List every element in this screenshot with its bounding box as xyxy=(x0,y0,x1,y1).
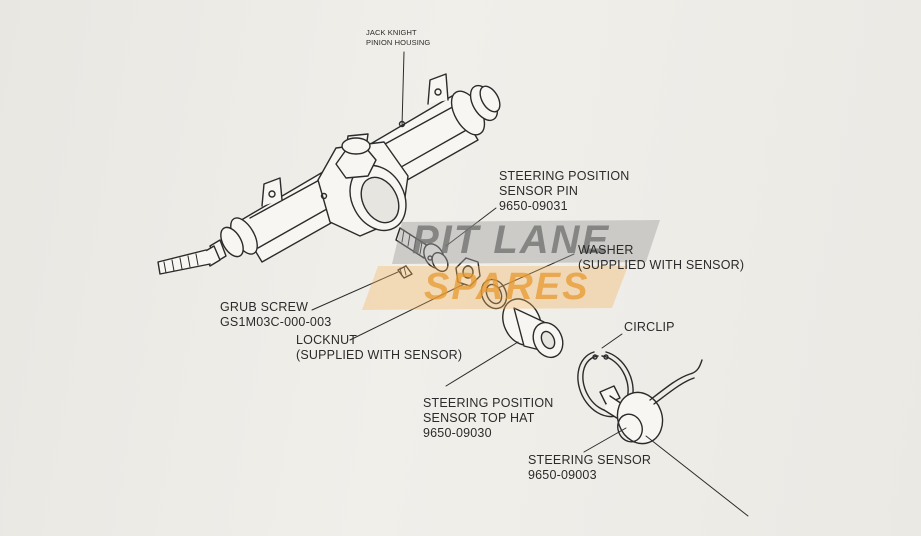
label-pinion-housing-line2: PINION HOUSING xyxy=(366,38,431,47)
pinion-housing-part xyxy=(157,73,501,275)
label-pinion-housing-line1: JACK KNIGHT xyxy=(366,28,417,37)
label-locknut-line1: LOCKNUT xyxy=(296,333,358,347)
label-top-hat-line1: STEERING POSITION xyxy=(423,396,554,410)
label-pinion-housing: JACK KNIGHT PINION HOUSING xyxy=(366,28,430,48)
sensor-pin-part xyxy=(395,227,449,273)
grub-screw-part xyxy=(397,265,413,279)
label-grub-screw-part-no: GS1M03C-000-003 xyxy=(220,315,332,329)
leader-sensor xyxy=(583,427,627,453)
label-grub-screw: GRUB SCREW GS1M03C-000-003 xyxy=(220,300,331,330)
leader-locknut xyxy=(349,283,465,341)
watermark-badge xyxy=(362,220,660,310)
leader-sensor-pin xyxy=(445,207,497,247)
label-sensor-pin-line2: SENSOR PIN xyxy=(499,184,579,198)
leader-washer xyxy=(497,253,575,289)
watermark-line1: PIT LANE xyxy=(412,218,611,262)
label-washer: WASHER (SUPPLIED WITH SENSOR) xyxy=(578,243,744,273)
label-top-hat-part-no: 9650-09030 xyxy=(423,426,492,440)
label-washer-line2: (SUPPLIED WITH SENSOR) xyxy=(578,258,745,272)
label-washer-line1: WASHER xyxy=(578,243,634,257)
label-sensor-pin-line1: STEERING POSITION xyxy=(499,169,630,183)
label-steering-sensor: STEERING SENSOR 9650-09003 xyxy=(528,453,651,483)
label-sensor-pin: STEERING POSITION SENSOR PIN 9650-09031 xyxy=(499,169,630,214)
washer-part xyxy=(480,278,508,310)
leader-grub-screw xyxy=(311,271,399,311)
label-circlip: CIRCLIP xyxy=(624,320,675,335)
steering-sensor-part xyxy=(599,359,703,445)
leader-housing xyxy=(401,51,405,127)
label-circlip-line1: CIRCLIP xyxy=(624,320,675,334)
leader-lines xyxy=(311,51,749,517)
label-locknut-line2: (SUPPLIED WITH SENSOR) xyxy=(296,348,463,362)
label-sensor-pin-part-no: 9650-09031 xyxy=(499,199,568,213)
locknut-part xyxy=(455,257,481,287)
leader-top-hat xyxy=(445,341,519,387)
top-hat-part xyxy=(502,298,564,359)
label-steering-sensor-part-no: 9650-09003 xyxy=(528,468,597,482)
label-top-hat: STEERING POSITION SENSOR TOP HAT 9650-09… xyxy=(423,396,554,441)
label-top-hat-line2: SENSOR TOP HAT xyxy=(423,411,535,425)
leader-circlip xyxy=(601,333,623,349)
watermark-line2: SPARES xyxy=(424,266,590,308)
label-locknut: LOCKNUT (SUPPLIED WITH SENSOR) xyxy=(296,333,462,363)
leader-sensor-tail xyxy=(645,435,749,517)
label-steering-sensor-line1: STEERING SENSOR xyxy=(528,453,652,467)
label-grub-screw-line1: GRUB SCREW xyxy=(220,300,309,314)
